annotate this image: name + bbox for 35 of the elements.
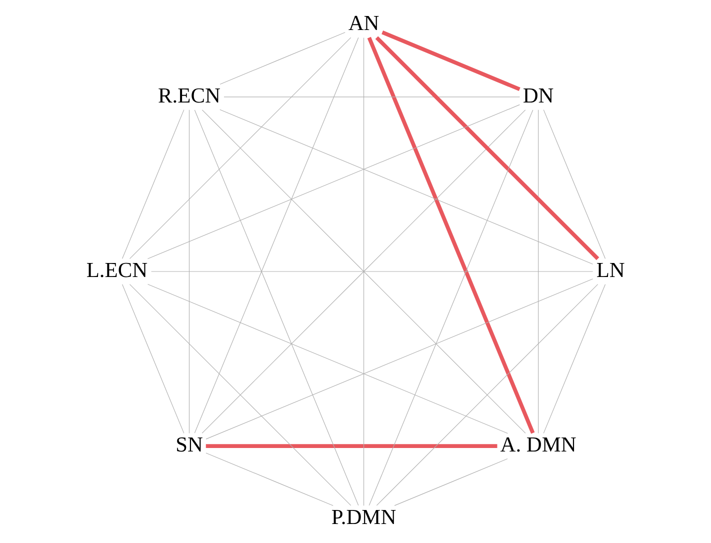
connector [376,284,598,506]
connector [538,110,539,434]
connector [188,110,190,434]
connector [206,444,498,448]
connector [122,284,184,434]
connector [206,278,594,440]
connector [367,36,535,434]
connector [194,37,359,434]
connector [206,452,334,506]
node-text: SN [176,432,203,456]
connector [224,96,520,98]
connector [194,110,359,506]
connector [129,37,352,259]
node-text: AN [348,11,380,36]
connector [220,32,346,85]
connector [382,30,520,92]
connector [147,104,520,260]
connector [220,109,594,264]
node-text: R.ECN [158,83,220,108]
node-text: DN [522,83,554,108]
connector [150,271,594,272]
node-text: L.ECN [86,258,148,282]
connector [543,110,606,259]
connector [375,36,600,260]
connector [129,284,352,506]
connector [363,37,364,506]
connector [202,110,526,434]
connector [394,458,508,506]
connector [543,284,606,434]
connector [147,284,508,434]
node-text: LN [596,258,625,282]
connector [368,110,534,506]
connector [122,110,184,259]
node-text: P.DMN [331,504,396,529]
node-text: A. DMN [500,432,576,456]
